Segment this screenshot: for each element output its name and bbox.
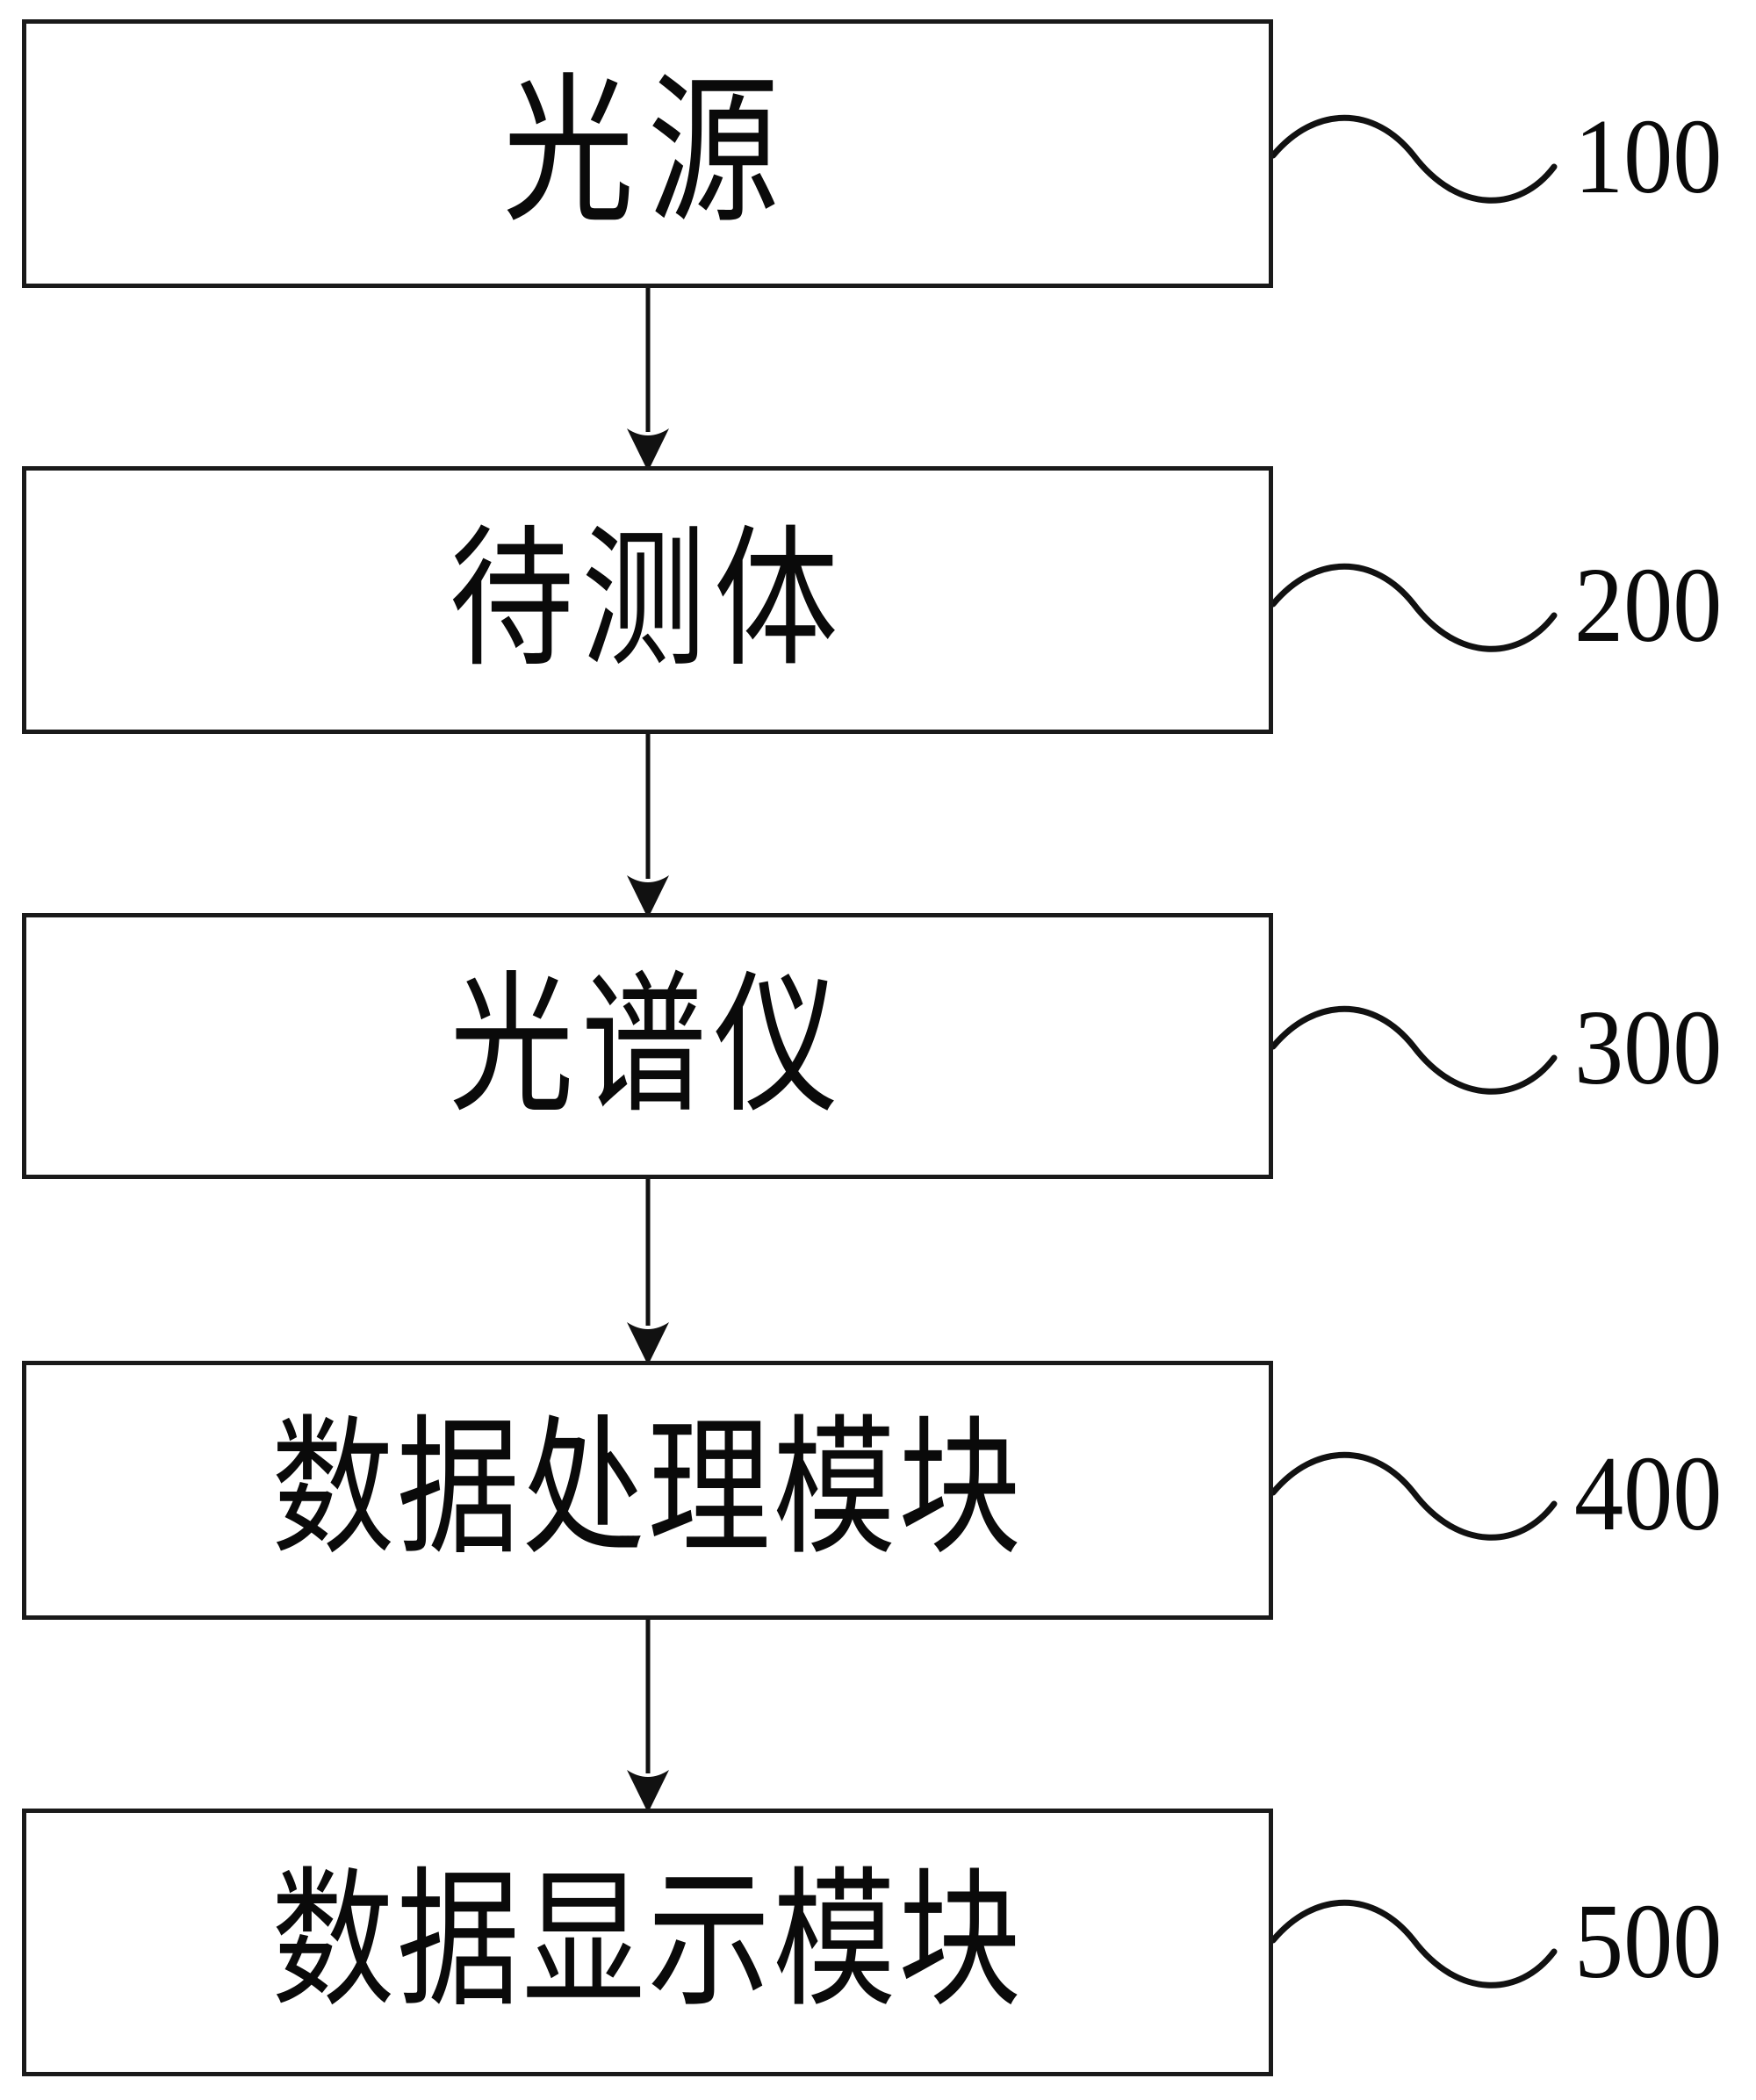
node-light-source[interactable]: 光源 [22, 19, 1273, 288]
leader-squiggle-300 [1270, 1005, 1558, 1095]
leader-squiggle-100 [1270, 114, 1558, 204]
node-label-object-under-test: 待测体 [449, 515, 846, 685]
arrow-spectrometer-to-processing [627, 1179, 669, 1365]
ref-number-300: 300 [1574, 989, 1723, 1107]
node-label-spectrometer: 光谱仪 [449, 961, 846, 1131]
ref-number-400: 400 [1574, 1435, 1723, 1553]
ref-number-500: 500 [1574, 1882, 1723, 2001]
node-data-processing-module[interactable]: 数据处理模块 [22, 1361, 1273, 1620]
arrow-processing-to-display [627, 1620, 669, 1813]
node-label-data-display-module: 数据显示模块 [271, 1859, 1024, 2025]
ref-number-100: 100 [1574, 97, 1723, 216]
ref-number-200: 200 [1574, 546, 1723, 665]
node-spectrometer[interactable]: 光谱仪 [22, 913, 1273, 1179]
leader-squiggle-400 [1270, 1451, 1558, 1541]
node-label-data-processing-module: 数据处理模块 [271, 1406, 1024, 1573]
leader-squiggle-500 [1270, 1899, 1558, 1989]
arrow-object-to-spectrometer [627, 734, 669, 918]
leader-squiggle-200 [1270, 563, 1558, 652]
arrow-light-source-to-object [627, 288, 669, 471]
node-label-light-source: 光源 [502, 64, 793, 243]
node-data-display-module[interactable]: 数据显示模块 [22, 1809, 1273, 2076]
node-object-under-test[interactable]: 待测体 [22, 466, 1273, 734]
